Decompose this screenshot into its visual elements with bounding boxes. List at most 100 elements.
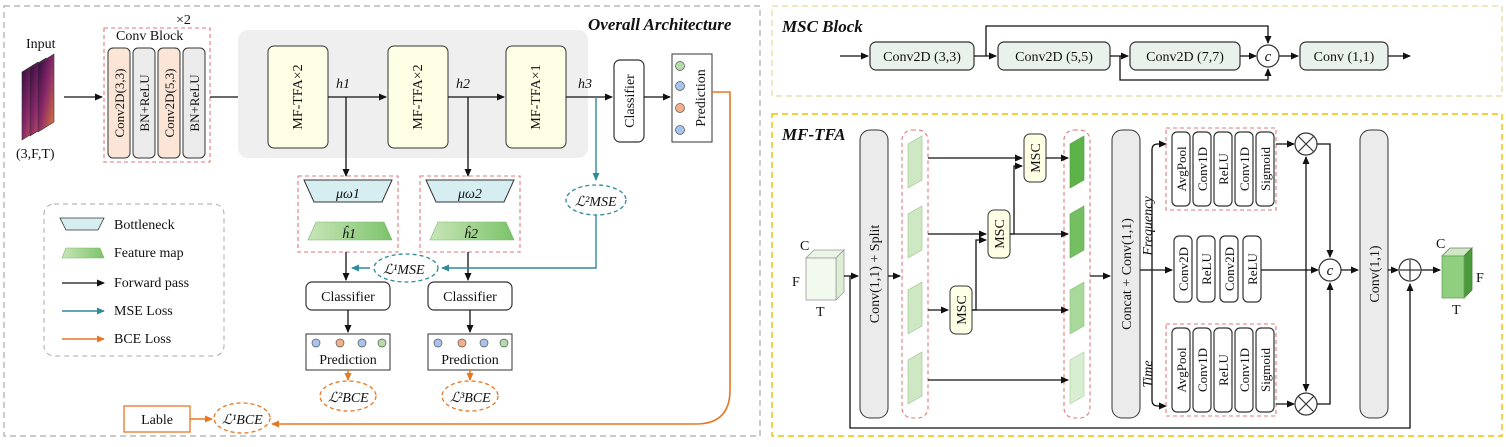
pred-dot (479, 338, 489, 348)
time-relu-label: ReLU (1216, 354, 1231, 386)
output-maps-border (1063, 129, 1091, 419)
loss-bce-1 (213, 402, 271, 434)
pred-dot (335, 338, 345, 348)
freq-conv1d-1-label: Conv1D (1195, 147, 1210, 191)
mftfa-block-2-label: MF-TFA×2 (411, 64, 426, 129)
mftfa-panel-border (771, 113, 1503, 437)
pred-dot (433, 338, 443, 348)
msc-title: MSC Block (781, 17, 863, 36)
time-conv1d-1-label: Conv1D (1195, 348, 1210, 392)
conv-block: ×2 Conv Block Conv2D(3,3) BN+ReLU Conv2D… (103, 13, 211, 163)
aux-prediction-2-label: Prediction (441, 353, 499, 368)
mftfa-panel: MF-TFA C F T Conv(1,1) + Split MSC MSC M… (771, 113, 1503, 437)
conv-block-repeat: ×2 (176, 13, 191, 28)
msc-node-2-label: MSC (993, 219, 1008, 249)
freq-conv1d-1 (1192, 131, 1212, 207)
mid-conv2d-1 (1173, 235, 1193, 303)
hhat-1-label: ĥ1 (342, 225, 356, 242)
legend-bce-label: BCE Loss (114, 332, 171, 347)
aux-prediction-2 (427, 333, 513, 371)
aux-prediction-1 (305, 333, 391, 371)
pred-dot (377, 338, 387, 348)
mftfa-concat-label: c (1327, 263, 1334, 279)
input-label: Input (26, 37, 56, 52)
time-label: Time (1141, 360, 1156, 387)
main-prediction-label: Prediction (694, 69, 709, 127)
loss-bce-3-label: ℒ³BCE (450, 391, 491, 406)
arrow-freq-mult-to-concat (1317, 143, 1334, 258)
legend-bottleneck-icon (59, 217, 105, 231)
mid-relu-1 (1196, 235, 1216, 303)
legend-feature-map-icon (61, 247, 105, 259)
msc-node-1-label: MSC (955, 295, 970, 325)
time-avgpool (1171, 327, 1191, 413)
hhat-2-label: ĥ2 (464, 225, 478, 242)
split-map-3 (907, 281, 923, 335)
loss-bce-2-label: ℒ²BCE (328, 391, 369, 406)
input-t-label: T (816, 305, 825, 320)
branch-to-time (1151, 270, 1167, 410)
h3-label: h3 (578, 77, 592, 92)
out-map-1 (1069, 135, 1085, 189)
freq-sigmoid-label: Sigmoid (1258, 146, 1273, 191)
aux-classifier-1-label: Classifier (321, 290, 375, 305)
pred-dot (675, 103, 685, 113)
main-classifier-label: Classifier (623, 74, 638, 128)
time-relu (1213, 327, 1233, 413)
conv-block-title: Conv Block (116, 29, 183, 44)
time-conv1d-1 (1192, 327, 1212, 413)
mftfa-output-cube: C F T (1436, 237, 1484, 318)
loss-mse-2-label: ℒ²MSE (575, 195, 617, 210)
pred-dot (675, 81, 685, 91)
bottleneck-2-label: μω2 (457, 187, 482, 202)
split-maps-border (901, 129, 929, 419)
freq-sigmoid (1255, 131, 1275, 207)
freq-relu-label: ReLU (1216, 153, 1231, 185)
feature-map-hhat-2 (429, 221, 515, 241)
label-box (123, 405, 191, 433)
msc-skip-top (985, 25, 1272, 56)
final-conv-label: Conv(1,1) (1368, 245, 1383, 303)
arrow-msc2-to-msc3 (1010, 162, 1023, 235)
bn-relu-2-label: BN+ReLU (187, 74, 202, 132)
conv2d-3x3-label: Conv2D(3,3) (112, 69, 127, 138)
legend-forward-label: Forward pass (114, 276, 189, 291)
overall-panel-border (3, 5, 761, 437)
loss-mse-1 (373, 253, 439, 283)
input-cube-front (805, 257, 837, 301)
conv-block-border (103, 27, 211, 163)
pred-dot (675, 125, 685, 135)
input-cube-side (835, 249, 845, 301)
mid-relu-2-label: ReLU (1245, 253, 1260, 285)
split-map-1 (907, 135, 923, 189)
bn-relu-1 (132, 47, 156, 159)
msc-skip-bottom (1119, 56, 1272, 81)
time-multiply-icon (1297, 395, 1315, 413)
freq-branch: AvgPool Conv1D ReLU Conv1D Sigmoid (1171, 131, 1275, 207)
msc-conv7x7-label: Conv2D (7,7) (1146, 50, 1224, 65)
output-t-label: T (1452, 303, 1461, 318)
freq-branch-border (1165, 127, 1277, 211)
time-branch: AvgPool Conv1D ReLU Conv1D Sigmoid (1171, 327, 1275, 413)
concat-conv-block (1111, 129, 1141, 419)
msc-conv3x3-label: Conv2D (3,3) (883, 50, 961, 65)
mid-relu-2 (1242, 235, 1262, 303)
output-cube-side (1463, 247, 1473, 299)
legend-feature-map-label: Feature map (114, 246, 184, 261)
branch-to-frequency (1151, 140, 1167, 270)
residual-add-icon (1400, 260, 1420, 280)
conv2d-5x3-label: Conv2D(5,3) (162, 69, 177, 138)
h2-label: h2 (456, 77, 470, 92)
time-conv1d-2 (1234, 327, 1254, 413)
mftfa-block-1-label: MF-TFA×2 (291, 64, 306, 129)
output-c-label: C (1436, 237, 1445, 252)
split-map-4 (907, 351, 923, 405)
mid-conv2d-2 (1219, 235, 1239, 303)
out-map-2 (1069, 205, 1085, 259)
mid-conv2d-1-label: Conv2D (1176, 247, 1191, 291)
spectrogram-layer-3 (37, 53, 55, 133)
input-spectrogram: Input (3,F,T) (16, 37, 56, 162)
mftfa-input-cube: C F T (792, 239, 845, 320)
bn-relu-2 (182, 47, 206, 159)
